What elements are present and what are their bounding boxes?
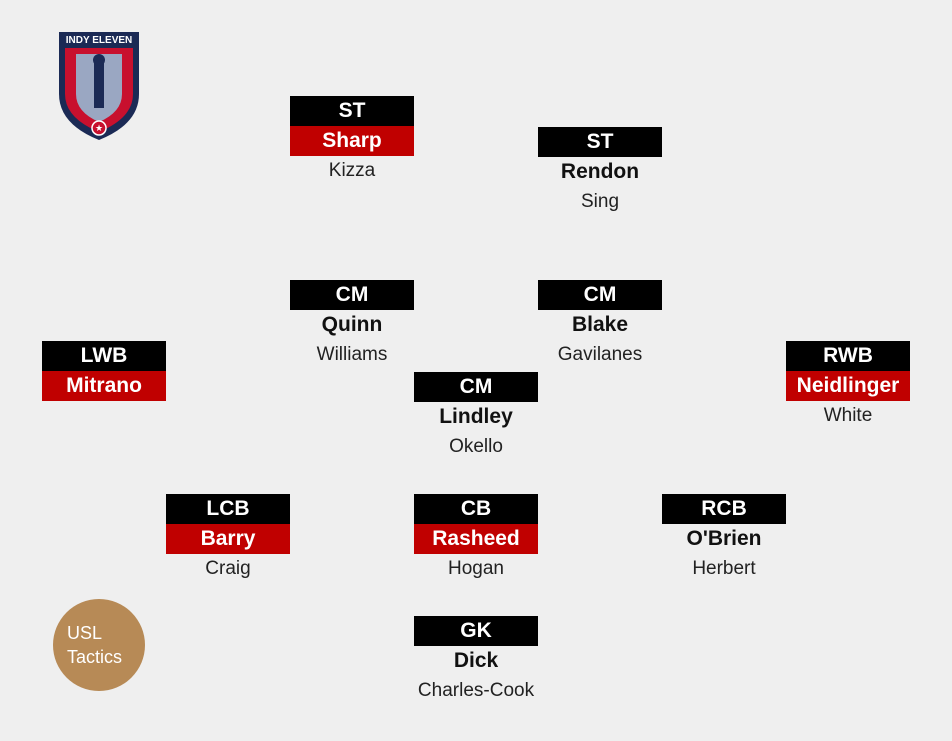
position-label: RWB xyxy=(786,341,910,371)
backup-name: Herbert xyxy=(692,558,756,579)
player-slot-st-left: ST Sharp Kizza xyxy=(290,96,414,186)
backup-name: Hogan xyxy=(448,558,504,579)
backup-name: Kizza xyxy=(328,160,376,181)
position-label: ST xyxy=(290,96,414,126)
position-label: CB xyxy=(414,494,538,524)
player-slot-gk: GK Dick Charles-Cook xyxy=(414,616,538,706)
starter-name: Quinn xyxy=(321,313,383,336)
club-crest-logo: ★ INDY ELEVEN xyxy=(56,24,142,144)
backup-name: Craig xyxy=(205,558,251,579)
starter-name: Rendon xyxy=(560,160,640,183)
position-label: LWB xyxy=(42,341,166,371)
player-slot-rwb: RWB Neidlinger White xyxy=(786,341,910,431)
player-slot-cm-right: CM Blake Gavilanes xyxy=(538,280,662,370)
player-slot-rcb: RCB O'Brien Herbert xyxy=(662,494,786,584)
position-label: LCB xyxy=(166,494,290,524)
backup-name: Williams xyxy=(316,344,388,365)
svg-text:★: ★ xyxy=(95,124,103,134)
player-slot-lcb: LCB Barry Craig xyxy=(166,494,290,584)
starter-name: O'Brien xyxy=(686,527,762,550)
backup-name: Charles-Cook xyxy=(417,680,535,701)
badge-line-2: Tactics xyxy=(67,647,123,667)
position-label: CM xyxy=(538,280,662,310)
position-label: GK xyxy=(414,616,538,646)
player-slot-cm-left: CM Quinn Williams xyxy=(290,280,414,370)
starter-name: Neidlinger xyxy=(786,371,910,401)
player-slot-cb: CB Rasheed Hogan xyxy=(414,494,538,584)
player-slot-cm-center: CM Lindley Okello xyxy=(414,372,538,462)
starter-name: Blake xyxy=(571,313,629,336)
starter-name: Dick xyxy=(453,649,499,672)
usl-tactics-badge: USL Tactics xyxy=(53,599,145,691)
player-slot-lwb: LWB Mitrano xyxy=(42,341,166,401)
logo-text: INDY ELEVEN xyxy=(66,35,133,46)
starter-name: Rasheed xyxy=(414,524,538,554)
badge-line-1: USL xyxy=(67,623,103,643)
backup-name: Okello xyxy=(449,436,503,457)
position-label: CM xyxy=(290,280,414,310)
player-slot-st-right: ST Rendon Sing xyxy=(538,127,662,217)
backup-name: Sing xyxy=(580,191,620,212)
starter-name: Barry xyxy=(166,524,290,554)
position-label: ST xyxy=(538,127,662,157)
backup-name: White xyxy=(823,405,873,426)
position-label: RCB xyxy=(662,494,786,524)
backup-name: Gavilanes xyxy=(557,344,643,365)
starter-name: Sharp xyxy=(290,126,414,156)
starter-name: Lindley xyxy=(439,405,513,428)
starter-name: Mitrano xyxy=(42,371,166,401)
position-label: CM xyxy=(414,372,538,402)
